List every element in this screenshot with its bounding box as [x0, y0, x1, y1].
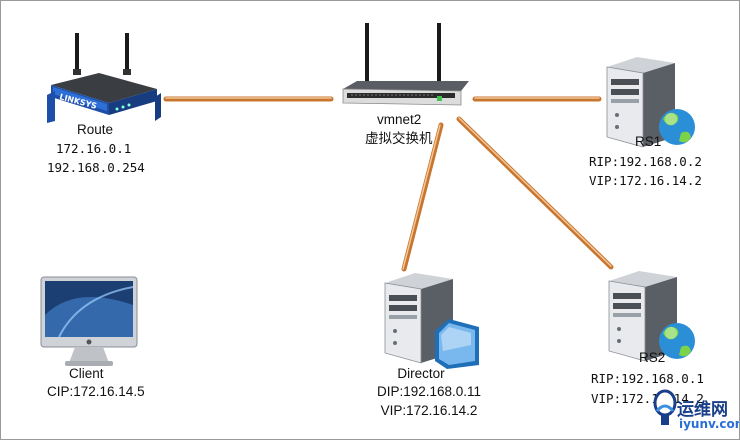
- client-computer-icon[interactable]: [39, 275, 141, 371]
- switch-name: vmnet2: [377, 112, 422, 127]
- director-shield-icon: [435, 319, 479, 369]
- client-name: Client: [69, 366, 104, 381]
- watermark-url: iyunv.com: [679, 417, 739, 431]
- director-dip: DIP:192.168.0.11: [376, 384, 482, 399]
- rs2-name: RS2: [639, 350, 666, 365]
- watermark-text: 运维网: [677, 400, 728, 420]
- rs2-rip: RIP:192.168.0.1: [591, 371, 704, 386]
- link-switch-director: [401, 122, 444, 272]
- rs1-server-icon[interactable]: [597, 49, 707, 159]
- client-cip: CIP:172.16.14.5: [47, 384, 145, 399]
- router-icon[interactable]: LINKSYS: [37, 31, 167, 131]
- rs2-globe-icon: [659, 323, 695, 359]
- rs1-name: RS1: [635, 134, 662, 149]
- director-server-icon[interactable]: [377, 265, 487, 377]
- rs1-rip: RIP:192.168.0.2: [589, 154, 702, 169]
- apple-logo-icon: [86, 339, 92, 345]
- route-ip-2: 192.168.0.254: [47, 160, 145, 175]
- rs1-vip: VIP:172.16.14.2: [589, 173, 702, 188]
- route-name: Route: [77, 122, 114, 137]
- link-switch-rs2: [456, 116, 614, 270]
- switch-subtitle: 虚拟交换机: [365, 131, 433, 146]
- director-name: Director: [397, 366, 445, 381]
- director-vip: VIP:172.16.14.2: [380, 403, 478, 418]
- rs2-server-icon[interactable]: [599, 263, 709, 373]
- rs1-globe-icon: [659, 109, 695, 145]
- switch-icon[interactable]: [337, 19, 477, 119]
- route-ip-1: 172.16.0.1: [56, 141, 132, 156]
- link-route-switch: [163, 96, 334, 102]
- watermark-logo-icon: [653, 389, 677, 425]
- link-switch-rs1: [472, 96, 602, 102]
